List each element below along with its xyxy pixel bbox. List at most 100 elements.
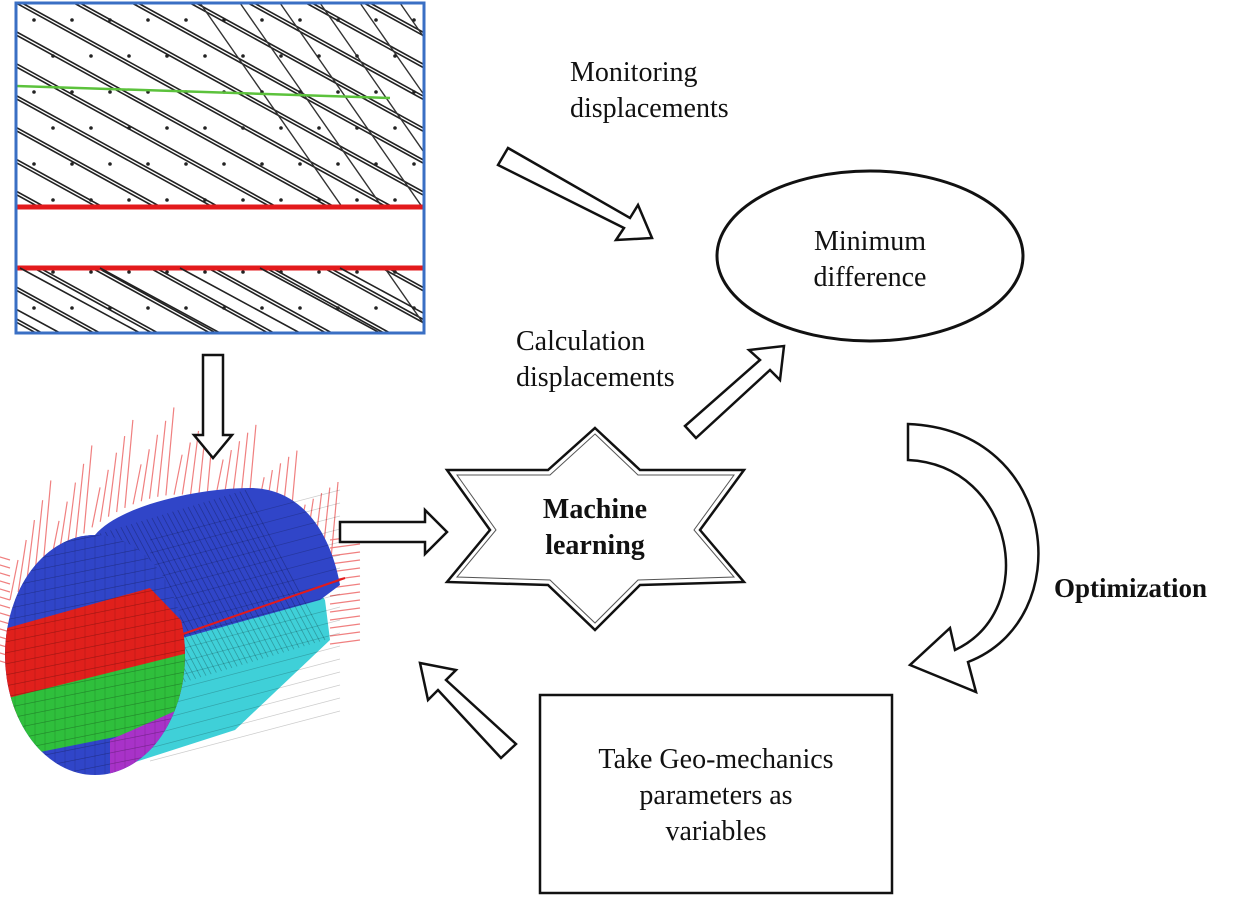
rock-dot [412, 90, 416, 94]
monitoring-line2: displacements [570, 93, 729, 124]
joint-line [16, 62, 424, 289]
rock-dot [127, 198, 131, 202]
ml-line2: learning [545, 530, 645, 561]
load-vector [75, 463, 85, 540]
rock-dot [431, 54, 435, 58]
load-vector [181, 442, 191, 495]
rock-dot [241, 270, 245, 274]
joint-line [16, 158, 334, 333]
rock-dot [317, 198, 321, 202]
rock-dot [165, 54, 169, 58]
geo-line2: parameters as [639, 780, 793, 811]
rock-dot [89, 126, 93, 130]
joint-line [131, 3, 424, 165]
rock-dot [184, 18, 188, 22]
minimum-difference-ellipse [715, 169, 1025, 343]
rock-dot [298, 18, 302, 22]
tunnel-model [0, 407, 361, 775]
rock-dot [241, 54, 245, 58]
joint-line [195, 3, 424, 130]
rock-mass-panel [0, 1, 435, 343]
load-vector [124, 419, 134, 508]
rock-dot [32, 306, 36, 310]
rock-dot [51, 54, 55, 58]
load-vector [83, 445, 93, 534]
rock-dot [222, 18, 226, 22]
load-vector [165, 407, 175, 496]
rock-dot [146, 306, 150, 310]
right-arrow-to-ml [338, 506, 449, 558]
steep-joint [239, 3, 424, 269]
joint-line [16, 193, 270, 333]
load-vector [25, 519, 36, 585]
rock-dot [431, 198, 435, 202]
load-vector [132, 464, 142, 505]
tunnel-axis-line [179, 577, 346, 636]
joint-line [253, 3, 424, 98]
load-vector [91, 487, 101, 528]
rock-dot [184, 306, 188, 310]
joint-line [305, 3, 424, 69]
calculation-arrow [683, 344, 786, 440]
green-joint [16, 84, 391, 100]
rock-dot [279, 270, 283, 274]
rock-dot [165, 126, 169, 130]
rock-dot [279, 126, 283, 130]
rock-dot [317, 270, 321, 274]
rock-dot [355, 126, 359, 130]
load-vector [99, 469, 109, 522]
rock-dot [32, 18, 36, 22]
joint-line [311, 3, 424, 66]
rock-dot [431, 270, 435, 274]
joint-line [16, 129, 386, 333]
monitoring-line1: Monitoring [570, 57, 698, 88]
rock-dot [298, 162, 302, 166]
rock-dot [393, 270, 397, 274]
joint-line [79, 3, 424, 194]
rock-dot [51, 126, 55, 130]
joint-line [16, 126, 392, 333]
joint-line [247, 3, 424, 101]
rock-dot [336, 162, 340, 166]
rock-dot [412, 162, 416, 166]
rock-dot [260, 18, 264, 22]
rock-dot [146, 18, 150, 22]
steep-joint [359, 3, 424, 97]
load-vectors [0, 407, 361, 665]
rock-dot [393, 198, 397, 202]
rock-dot [108, 18, 112, 22]
rock-dot [32, 90, 36, 94]
rock-dot [203, 198, 207, 202]
joint-line [16, 161, 328, 333]
rock-dot [89, 54, 93, 58]
ml-line1: Machine [542, 494, 648, 525]
min-line1: Minimum [813, 226, 926, 257]
rock-dot [127, 126, 131, 130]
joint-line [0, 3, 2, 343]
down-arrow [191, 353, 235, 460]
joint-line [16, 30, 424, 257]
rock-dot [165, 198, 169, 202]
joint-line [16, 257, 154, 333]
rock-dot [108, 90, 112, 94]
optimization-label: Optimization [1054, 573, 1207, 603]
machine-learning-label: Machine learning [515, 492, 675, 564]
load-vector [148, 434, 159, 499]
rock-dot [374, 306, 378, 310]
rock-dot [241, 198, 245, 202]
steep-joint [199, 3, 424, 326]
rock-dot [355, 198, 359, 202]
rock-dot [412, 18, 416, 22]
rock-dot [89, 198, 93, 202]
optimization-arrow [906, 422, 1040, 695]
rock-dot [260, 162, 264, 166]
geo-parameters-label: Take Geo-mechanics parameters as variabl… [545, 742, 887, 850]
rock-dot [393, 126, 397, 130]
rock-dot [32, 162, 36, 166]
load-vector [116, 435, 126, 513]
rock-dot [146, 162, 150, 166]
rock-panel-frame [14, 1, 426, 335]
monitoring-arrow [496, 146, 654, 242]
monitoring-label: Monitoring displacements [570, 55, 729, 127]
rock-dot [203, 270, 207, 274]
